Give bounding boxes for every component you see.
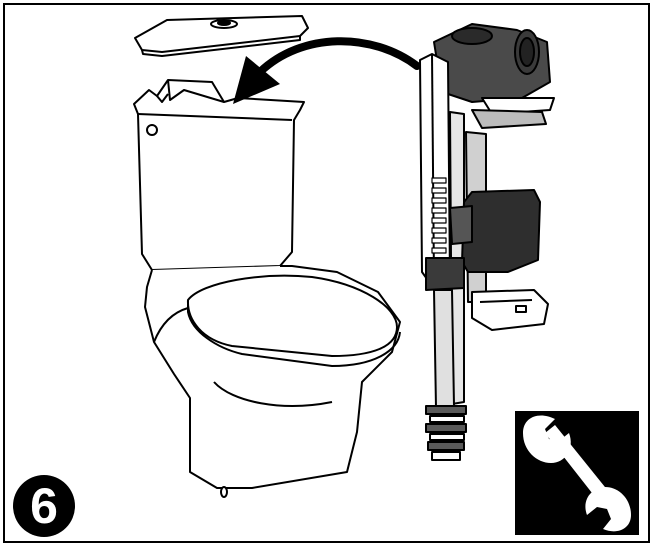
valve-grille [431, 177, 447, 254]
insertion-arrow [233, 37, 439, 104]
toilet-pan [144, 265, 401, 498]
assembly-illustration [133, 15, 555, 498]
wrench-icon [523, 415, 631, 532]
step-number-badge: 6 [13, 475, 75, 537]
cistern-tank [133, 79, 305, 271]
valve-thread [425, 405, 467, 461]
wrench-icon-box [515, 411, 639, 535]
cistern-lid [134, 15, 309, 57]
fill-valve [419, 23, 555, 461]
instruction-panel: 6 [3, 3, 650, 543]
